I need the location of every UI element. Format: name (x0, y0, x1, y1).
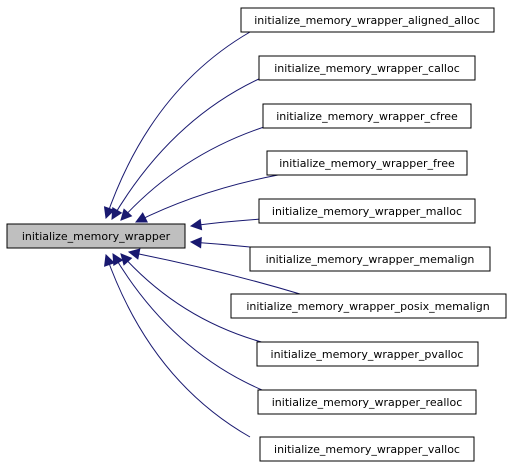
caller-node-label: initialize_memory_wrapper_realloc (272, 396, 463, 409)
caller-node-1[interactable]: initialize_memory_wrapper_calloc (258, 55, 476, 81)
arrowhead-icon (111, 207, 123, 220)
caller-node-2[interactable]: initialize_memory_wrapper_cfree (262, 103, 472, 129)
caller-node-label: initialize_memory_wrapper_pvalloc (271, 348, 464, 361)
caller-node-box[interactable] (249, 246, 491, 272)
caller-node-box[interactable] (230, 293, 507, 319)
caller-node-box[interactable] (259, 436, 475, 462)
caller-node-box[interactable] (258, 55, 476, 81)
caller-node-4[interactable]: initialize_memory_wrapper_malloc (258, 198, 476, 224)
caller-node-label: initialize_memory_wrapper_cfree (276, 110, 458, 123)
caller-node-7[interactable]: initialize_memory_wrapper_pvalloc (256, 341, 479, 367)
call-edge-3 (135, 174, 279, 223)
call-edge-2 (120, 126, 265, 221)
caller-node-label: initialize_memory_wrapper_calloc (274, 62, 460, 75)
caller-node-8[interactable]: initialize_memory_wrapper_realloc (257, 389, 477, 415)
arrowhead-icon (120, 253, 133, 266)
caller-node-box[interactable] (257, 389, 477, 415)
caller-node-label: initialize_memory_wrapper_aligned_alloc (254, 14, 480, 27)
arrowhead-icon (103, 206, 115, 220)
call-edge-6 (128, 251, 301, 295)
arrowhead-icon (189, 218, 203, 231)
caller-node-label: initialize_memory_wrapper_valloc (274, 443, 460, 456)
call-edge-7 (120, 253, 266, 344)
call-edge-8 (112, 253, 263, 391)
caller-node-box[interactable] (240, 7, 495, 33)
caller-node-label: initialize_memory_wrapper_free (279, 157, 455, 170)
caller-node-label: initialize_memory_wrapper_memalign (266, 253, 475, 266)
caller-node-label: initialize_memory_wrapper_malloc (272, 205, 462, 218)
caller-node-box[interactable] (262, 103, 472, 129)
call-edges (103, 31, 301, 438)
call-edge-9 (105, 254, 251, 438)
arrowhead-icon (120, 208, 133, 221)
caller-node-box[interactable] (258, 198, 476, 224)
arrowhead-icon (135, 212, 148, 223)
caller-node-0[interactable]: initialize_memory_wrapper_aligned_alloc (240, 7, 495, 33)
arrowhead-icon (104, 253, 115, 267)
call-edge-4 (190, 218, 263, 227)
caller-node-label: initialize_memory_wrapper_posix_memalign (246, 300, 489, 313)
arrowhead-icon (112, 253, 124, 266)
caller-node-box[interactable] (266, 150, 468, 176)
arrowhead-icon (127, 248, 141, 260)
caller-node-5[interactable]: initialize_memory_wrapper_memalign (249, 246, 491, 272)
call-edge-1 (111, 77, 262, 220)
caller-node-9[interactable]: initialize_memory_wrapper_valloc (259, 436, 475, 462)
caller-node-box[interactable] (256, 341, 479, 367)
root-node[interactable]: initialize_memory_wrapper (6, 223, 186, 249)
arrowhead-icon (189, 236, 202, 249)
caller-node-3[interactable]: initialize_memory_wrapper_free (266, 150, 468, 176)
root-node-label: initialize_memory_wrapper (22, 230, 171, 243)
root-node-box[interactable] (6, 223, 186, 249)
caller-node-6[interactable]: initialize_memory_wrapper_posix_memalign (230, 293, 507, 319)
call-edge-0 (105, 31, 251, 219)
